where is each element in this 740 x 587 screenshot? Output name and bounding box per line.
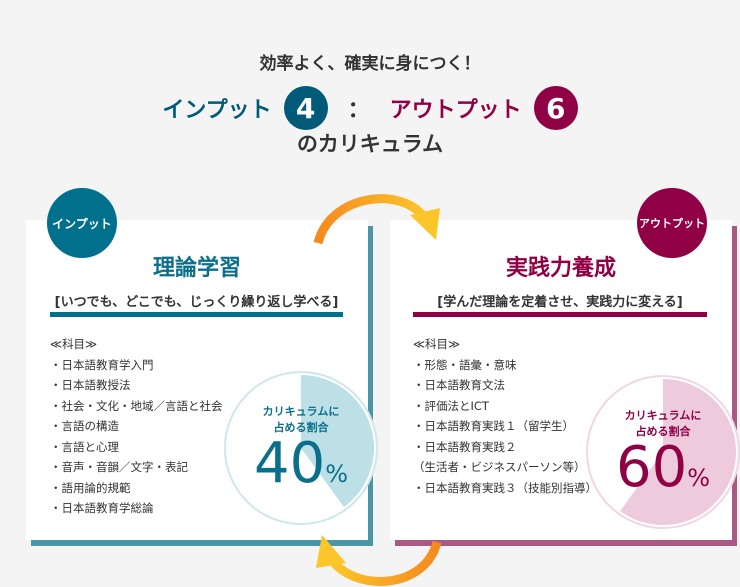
subject-item: ・語用論的規範 bbox=[50, 480, 131, 495]
share-label: カリキュラムに bbox=[624, 409, 702, 422]
subject-item: ・音声・音韻／文字・表記 bbox=[50, 460, 188, 474]
subject-item: ・日本語教育文法 bbox=[413, 378, 505, 392]
share-value: 40 bbox=[253, 431, 326, 496]
pie-wedge bbox=[620, 379, 736, 525]
subject-item: ・日本語教育実践３（技能別指導） bbox=[413, 480, 597, 495]
subject-item: （生活者・ビジネスパーソン等） bbox=[413, 460, 586, 474]
output-card-subtitle: [学んだ理論を定着させ、実践力に変える] bbox=[437, 295, 683, 310]
share-label: 占める割合 bbox=[635, 425, 691, 438]
subjects-heading: ≪科目≫ bbox=[413, 337, 461, 351]
input-card-title: 理論学習 bbox=[152, 256, 241, 281]
share-label: カリキュラムに bbox=[262, 405, 340, 418]
output-share: カリキュラムに 占める割合 60% bbox=[587, 408, 739, 509]
pie-wedge bbox=[301, 375, 374, 508]
subject-item: ・日本語教育学入門 bbox=[50, 357, 154, 372]
input-card-subtitle: [いつでも、どこでも、じっくり繰り返し学べる] bbox=[54, 295, 339, 310]
tagline: 効率よく、確実に身につく！ bbox=[259, 54, 481, 74]
output-share-pie bbox=[586, 375, 740, 529]
subject-item: ・社会・文化・地域／言語と社会 bbox=[50, 398, 223, 413]
output-card-title: 実践力養成 bbox=[505, 256, 616, 281]
ratio-separator: ： bbox=[347, 98, 370, 123]
output-label: アウトプット bbox=[389, 98, 522, 123]
input-share: カリキュラムに 占める割合 40% bbox=[225, 404, 377, 505]
share-unit: % bbox=[687, 464, 711, 492]
input-badge: インプット bbox=[47, 188, 117, 258]
curriculum-heading: のカリキュラム bbox=[296, 132, 444, 156]
ratio-heading: インプット 4 ： アウトプット 6 bbox=[0, 86, 740, 130]
share-value: 60 bbox=[615, 435, 688, 500]
output-underline bbox=[413, 312, 707, 317]
subject-item: ・言語の構造 bbox=[50, 419, 119, 433]
share-label: 占める割合 bbox=[273, 421, 329, 434]
output-ratio-badge: 6 bbox=[533, 86, 578, 130]
subjects-heading: ≪科目≫ bbox=[50, 337, 98, 351]
input-underline bbox=[50, 312, 343, 317]
input-subject-list: ≪科目≫ ・日本語教育学入門・日本語教授法・社会・文化・地域／言語と社会・言語の… bbox=[50, 334, 223, 519]
subject-item: ・日本語教育学総論 bbox=[50, 501, 154, 515]
subject-item: ・形態・語彙・意味 bbox=[413, 357, 517, 372]
input-share-pie bbox=[224, 371, 378, 525]
arrow-to-input-icon bbox=[316, 535, 442, 586]
subject-item: ・評価法とICT bbox=[413, 398, 489, 413]
output-badge: アウトプット bbox=[637, 188, 707, 258]
arrow-to-output-icon bbox=[313, 194, 440, 245]
output-subject-list: ≪科目≫ ・形態・語彙・意味・日本語教育文法・評価法とICT ・日本語教育実践１（… bbox=[413, 334, 597, 498]
share-unit: % bbox=[325, 460, 349, 488]
subject-item: ・日本語教育実践１（留学生） bbox=[413, 419, 574, 433]
subject-item: ・言語と心理 bbox=[50, 439, 119, 454]
input-label: インプット bbox=[162, 98, 272, 123]
subject-item: ・日本語教育実践２ bbox=[413, 439, 517, 454]
input-ratio-badge: 4 bbox=[283, 86, 328, 130]
subject-item: ・日本語教授法 bbox=[50, 378, 131, 392]
